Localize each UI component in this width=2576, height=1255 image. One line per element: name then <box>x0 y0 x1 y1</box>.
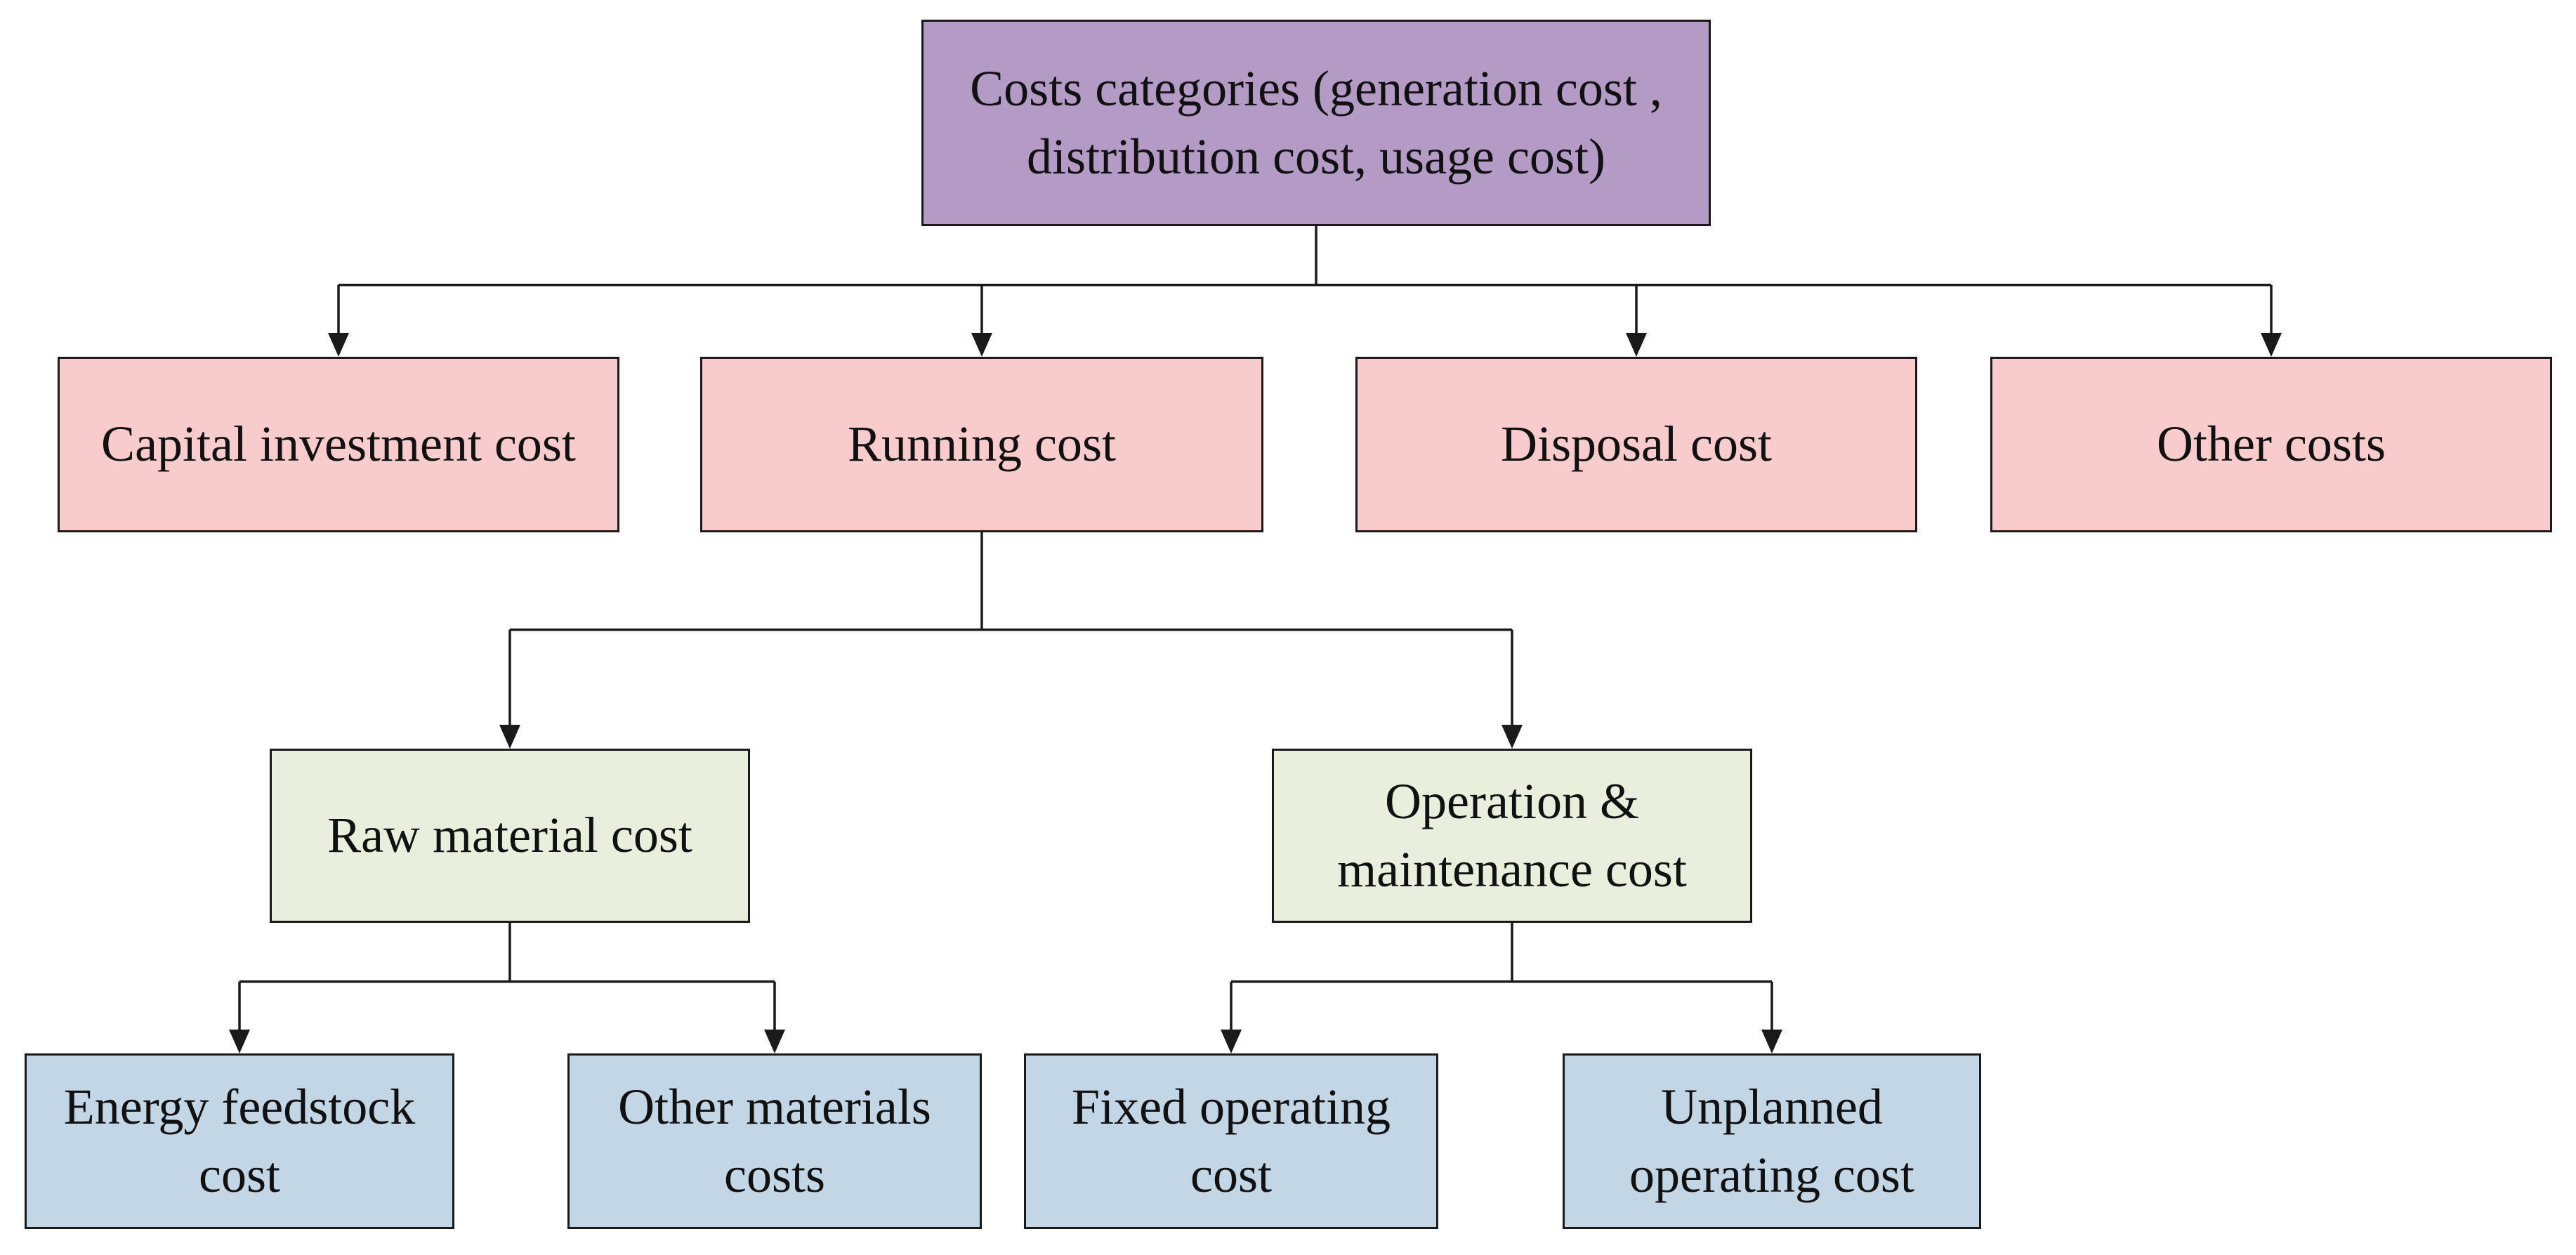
node-disposal-cost-label: Disposal cost <box>1501 416 1772 473</box>
node-other-materials-label: Other materials costs <box>618 1078 931 1203</box>
arrowhead-disposal <box>1626 333 1647 357</box>
node-disposal-cost: Disposal cost <box>1355 357 1917 532</box>
arrowhead-running <box>971 333 992 357</box>
node-fixed-operating-label: Fixed operating cost <box>1072 1078 1391 1203</box>
node-running-cost-label: Running cost <box>847 416 1116 473</box>
node-other-costs-label: Other costs <box>2157 416 2386 473</box>
root-node-label: Costs categories (generation cost , dist… <box>970 60 1662 185</box>
node-operation-maintenance-cost: Operation & maintenance cost <box>1272 749 1752 923</box>
node-capital-investment-cost: Capital investment cost <box>58 357 619 532</box>
arrowhead-fixed_operating <box>1221 1030 1242 1053</box>
node-unplanned-operating-label: Unplanned operating cost <box>1629 1078 1914 1203</box>
node-raw-material-cost: Raw material cost <box>270 749 750 923</box>
arrowhead-unplanned_operating <box>1761 1030 1782 1053</box>
arrowhead-capital <box>328 333 349 357</box>
node-operation-maintenance-label: Operation & maintenance cost <box>1337 773 1687 898</box>
node-other-materials-costs: Other materials costs <box>567 1053 982 1229</box>
node-running-cost: Running cost <box>700 357 1263 532</box>
node-fixed-operating-cost: Fixed operating cost <box>1024 1053 1438 1229</box>
node-other-costs: Other costs <box>1990 357 2552 532</box>
arrowhead-raw_material <box>499 725 520 749</box>
arrowhead-om <box>1501 725 1523 749</box>
node-energy-feedstock-cost: Energy feedstock cost <box>25 1053 454 1229</box>
node-unplanned-operating-cost: Unplanned operating cost <box>1563 1053 1981 1229</box>
root-node-costs-categories: Costs categories (generation cost , dist… <box>921 20 1711 226</box>
arrowhead-other_materials <box>764 1030 785 1053</box>
node-energy-feedstock-label: Energy feedstock cost <box>63 1078 416 1203</box>
node-raw-material-label: Raw material cost <box>327 807 692 864</box>
node-capital-investment-label: Capital investment cost <box>101 416 576 473</box>
arrowhead-other_costs <box>2261 333 2282 357</box>
arrowhead-energy_feedstock <box>229 1030 250 1053</box>
